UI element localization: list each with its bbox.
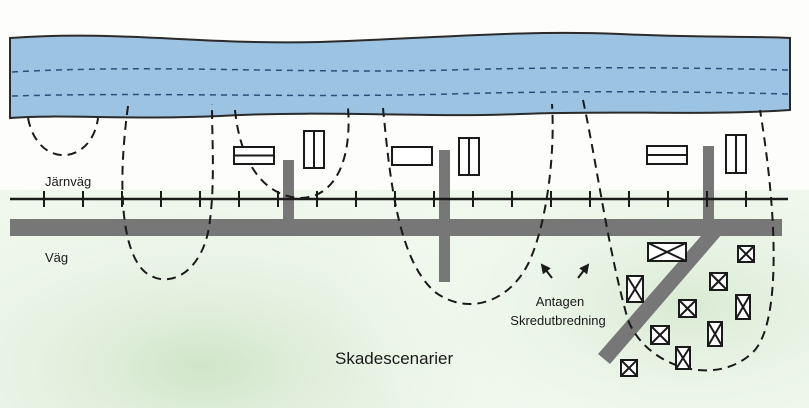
building-icon xyxy=(725,134,747,174)
damaged-buildings xyxy=(620,242,755,377)
damaged-building-icon xyxy=(626,275,644,303)
side-road-3 xyxy=(703,146,714,230)
building-icon xyxy=(391,146,433,166)
assumed-extent-label-line2: Skredutbredning xyxy=(510,313,605,328)
building-icon xyxy=(303,130,325,169)
building-icon xyxy=(646,145,688,165)
building-icon xyxy=(233,146,275,165)
side-road-diagonal xyxy=(598,228,722,364)
railway-label: Järnväg xyxy=(45,174,91,189)
arrow-icon xyxy=(540,263,553,279)
damaged-building-icon xyxy=(675,346,691,370)
landslide-arc-2 xyxy=(121,103,214,281)
arrow-icon xyxy=(577,263,590,279)
diagram-title: Skadescenarier xyxy=(335,349,453,368)
landslide-arc-4 xyxy=(382,103,554,305)
damaged-building-icon xyxy=(650,325,670,345)
road-label: Väg xyxy=(45,250,68,265)
damaged-building-icon xyxy=(735,294,751,320)
damaged-building-icon xyxy=(647,242,687,262)
damaged-building-icon xyxy=(737,245,755,263)
river-flow-line-upper xyxy=(11,66,791,73)
buildings xyxy=(233,130,747,176)
damaged-building-icon xyxy=(707,321,723,347)
side-road-2 xyxy=(439,150,450,282)
building-icon xyxy=(458,137,480,176)
damaged-building-icon xyxy=(678,299,697,318)
river xyxy=(9,31,791,120)
landslide-arc-1 xyxy=(27,117,99,157)
damaged-building-icon xyxy=(709,272,728,291)
assumed-extent-label-line1: Antagen xyxy=(536,294,584,309)
damaged-building-icon xyxy=(620,359,638,377)
river-flow-line-lower xyxy=(11,90,791,97)
road xyxy=(10,219,782,236)
side-road-1 xyxy=(283,160,294,230)
